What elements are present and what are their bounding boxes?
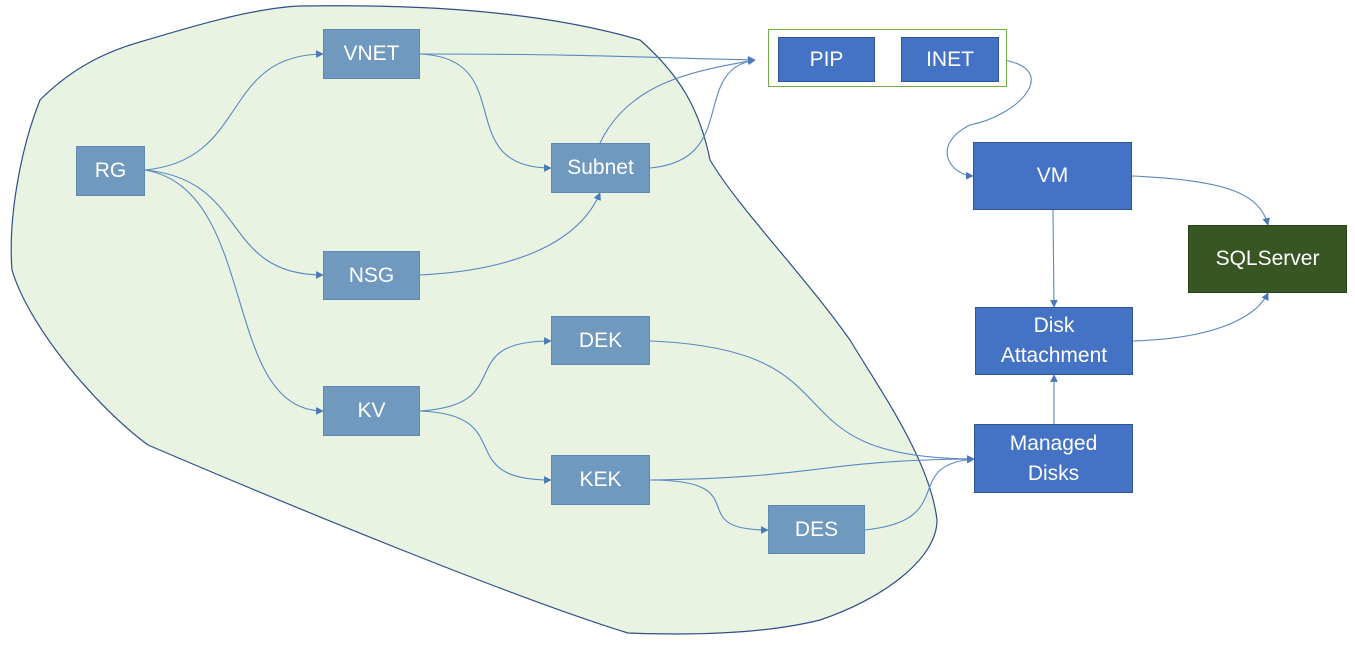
edge-vm-disk-attachment <box>1050 209 1058 308</box>
edges <box>144 50 1270 534</box>
kek-node[interactable]: KEK <box>551 455 650 505</box>
edge-disk-attachment-sqlserver <box>1132 292 1269 342</box>
subnet-node[interactable]: Subnet <box>551 143 650 193</box>
managed-disks-node[interactable]: Managed Disks <box>974 424 1133 493</box>
dek-node[interactable]: DEK <box>551 316 650 365</box>
edge-dek-disks <box>649 340 975 463</box>
edge-rg-nsg <box>144 169 324 279</box>
edge-vnet-subnet <box>419 53 552 172</box>
des-node[interactable]: DES <box>768 505 865 554</box>
edge-subnet-pip-2 <box>649 57 756 169</box>
nsg-node[interactable]: NSG <box>323 251 420 300</box>
edge-des-disks <box>864 455 975 531</box>
rg-node[interactable]: RG <box>76 146 145 196</box>
inet-node[interactable]: INET <box>901 37 999 82</box>
edge-vm-sqlserver <box>1131 175 1270 226</box>
edge-kv-dek <box>419 337 552 412</box>
pip-node[interactable]: PIP <box>778 37 875 82</box>
edge-kek-des <box>649 479 769 534</box>
kv-node[interactable]: KV <box>323 386 420 436</box>
edge-vnet-pip <box>419 53 756 64</box>
resource-group-region <box>10 5 938 635</box>
vnet-node[interactable]: VNET <box>323 29 420 79</box>
edge-inet-vm <box>946 59 1032 180</box>
vm-node[interactable]: VM <box>973 142 1132 210</box>
edge-rg-kv <box>144 169 324 415</box>
edge-kek-disks <box>649 455 975 481</box>
disk-attachment-node[interactable]: Disk Attachment <box>975 307 1133 375</box>
sqlserver-node[interactable]: SQLServer <box>1188 225 1347 293</box>
edge-subnet-pip-1 <box>599 57 756 144</box>
edge-kv-kek <box>419 410 552 484</box>
edge-rg-vnet <box>144 50 324 171</box>
edge-nsg-subnet <box>419 192 601 276</box>
